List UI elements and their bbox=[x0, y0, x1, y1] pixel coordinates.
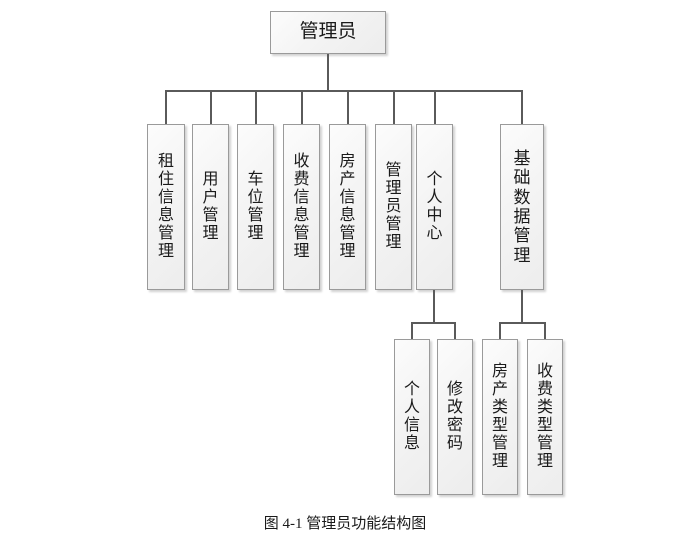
node-label: 房产类型管理 bbox=[491, 362, 508, 471]
node-parking-mgmt[interactable]: 车位管理 bbox=[237, 124, 274, 290]
node-label: 个人信息 bbox=[403, 380, 420, 453]
node-rent-info[interactable]: 租住信息管理 bbox=[147, 124, 185, 290]
connector-drop-property-info bbox=[347, 90, 349, 124]
connector-drop-fee-type bbox=[544, 322, 546, 339]
node-property-type[interactable]: 房产类型管理 bbox=[482, 339, 518, 495]
node-admin[interactable]: 管理员 bbox=[270, 11, 386, 54]
node-label: 修改密码 bbox=[446, 380, 463, 453]
connector-drop-personal-center bbox=[434, 90, 436, 124]
node-basic-data[interactable]: 基础数据管理 bbox=[500, 124, 544, 290]
node-personal-info[interactable]: 个人信息 bbox=[394, 339, 430, 495]
node-label: 管理员 bbox=[299, 21, 357, 43]
connector-personal-center-bus bbox=[411, 322, 456, 324]
connector-level2-bus bbox=[166, 90, 523, 92]
connector-drop-parking-mgmt bbox=[255, 90, 257, 124]
node-label: 用户管理 bbox=[202, 170, 219, 243]
node-fee-info[interactable]: 收费信息管理 bbox=[283, 124, 320, 290]
connector-basic-data-bus bbox=[499, 322, 545, 324]
node-admin-mgmt[interactable]: 管理员管理 bbox=[375, 124, 412, 290]
connector-root-stem bbox=[327, 54, 329, 90]
node-label: 基础数据管理 bbox=[513, 148, 531, 265]
node-change-password[interactable]: 修改密码 bbox=[437, 339, 473, 495]
connector-drop-property-type bbox=[499, 322, 501, 339]
node-personal-center[interactable]: 个人中心 bbox=[416, 124, 453, 290]
node-label: 管理员管理 bbox=[385, 161, 402, 252]
connector-drop-basic-data bbox=[521, 90, 523, 124]
node-label: 租住信息管理 bbox=[157, 152, 174, 261]
node-label: 收费类型管理 bbox=[536, 362, 553, 471]
connector-drop-change-password bbox=[454, 322, 456, 339]
node-label: 个人中心 bbox=[426, 170, 443, 243]
node-label: 房产信息管理 bbox=[339, 152, 356, 261]
node-fee-type[interactable]: 收费类型管理 bbox=[527, 339, 563, 495]
figure-caption: 图 4-1 管理员功能结构图 bbox=[263, 516, 427, 532]
connector-drop-admin-mgmt bbox=[393, 90, 395, 124]
connector-personal-center-stem bbox=[433, 290, 435, 323]
connector-drop-rent-info bbox=[165, 90, 167, 124]
connector-drop-user-mgmt bbox=[210, 90, 212, 124]
node-user-mgmt[interactable]: 用户管理 bbox=[192, 124, 229, 290]
node-label: 收费信息管理 bbox=[293, 152, 310, 261]
connector-basic-data-stem bbox=[521, 290, 523, 323]
node-property-info[interactable]: 房产信息管理 bbox=[329, 124, 366, 290]
node-label: 车位管理 bbox=[247, 170, 264, 243]
connector-drop-fee-info bbox=[301, 90, 303, 124]
connector-drop-personal-info bbox=[411, 322, 413, 339]
